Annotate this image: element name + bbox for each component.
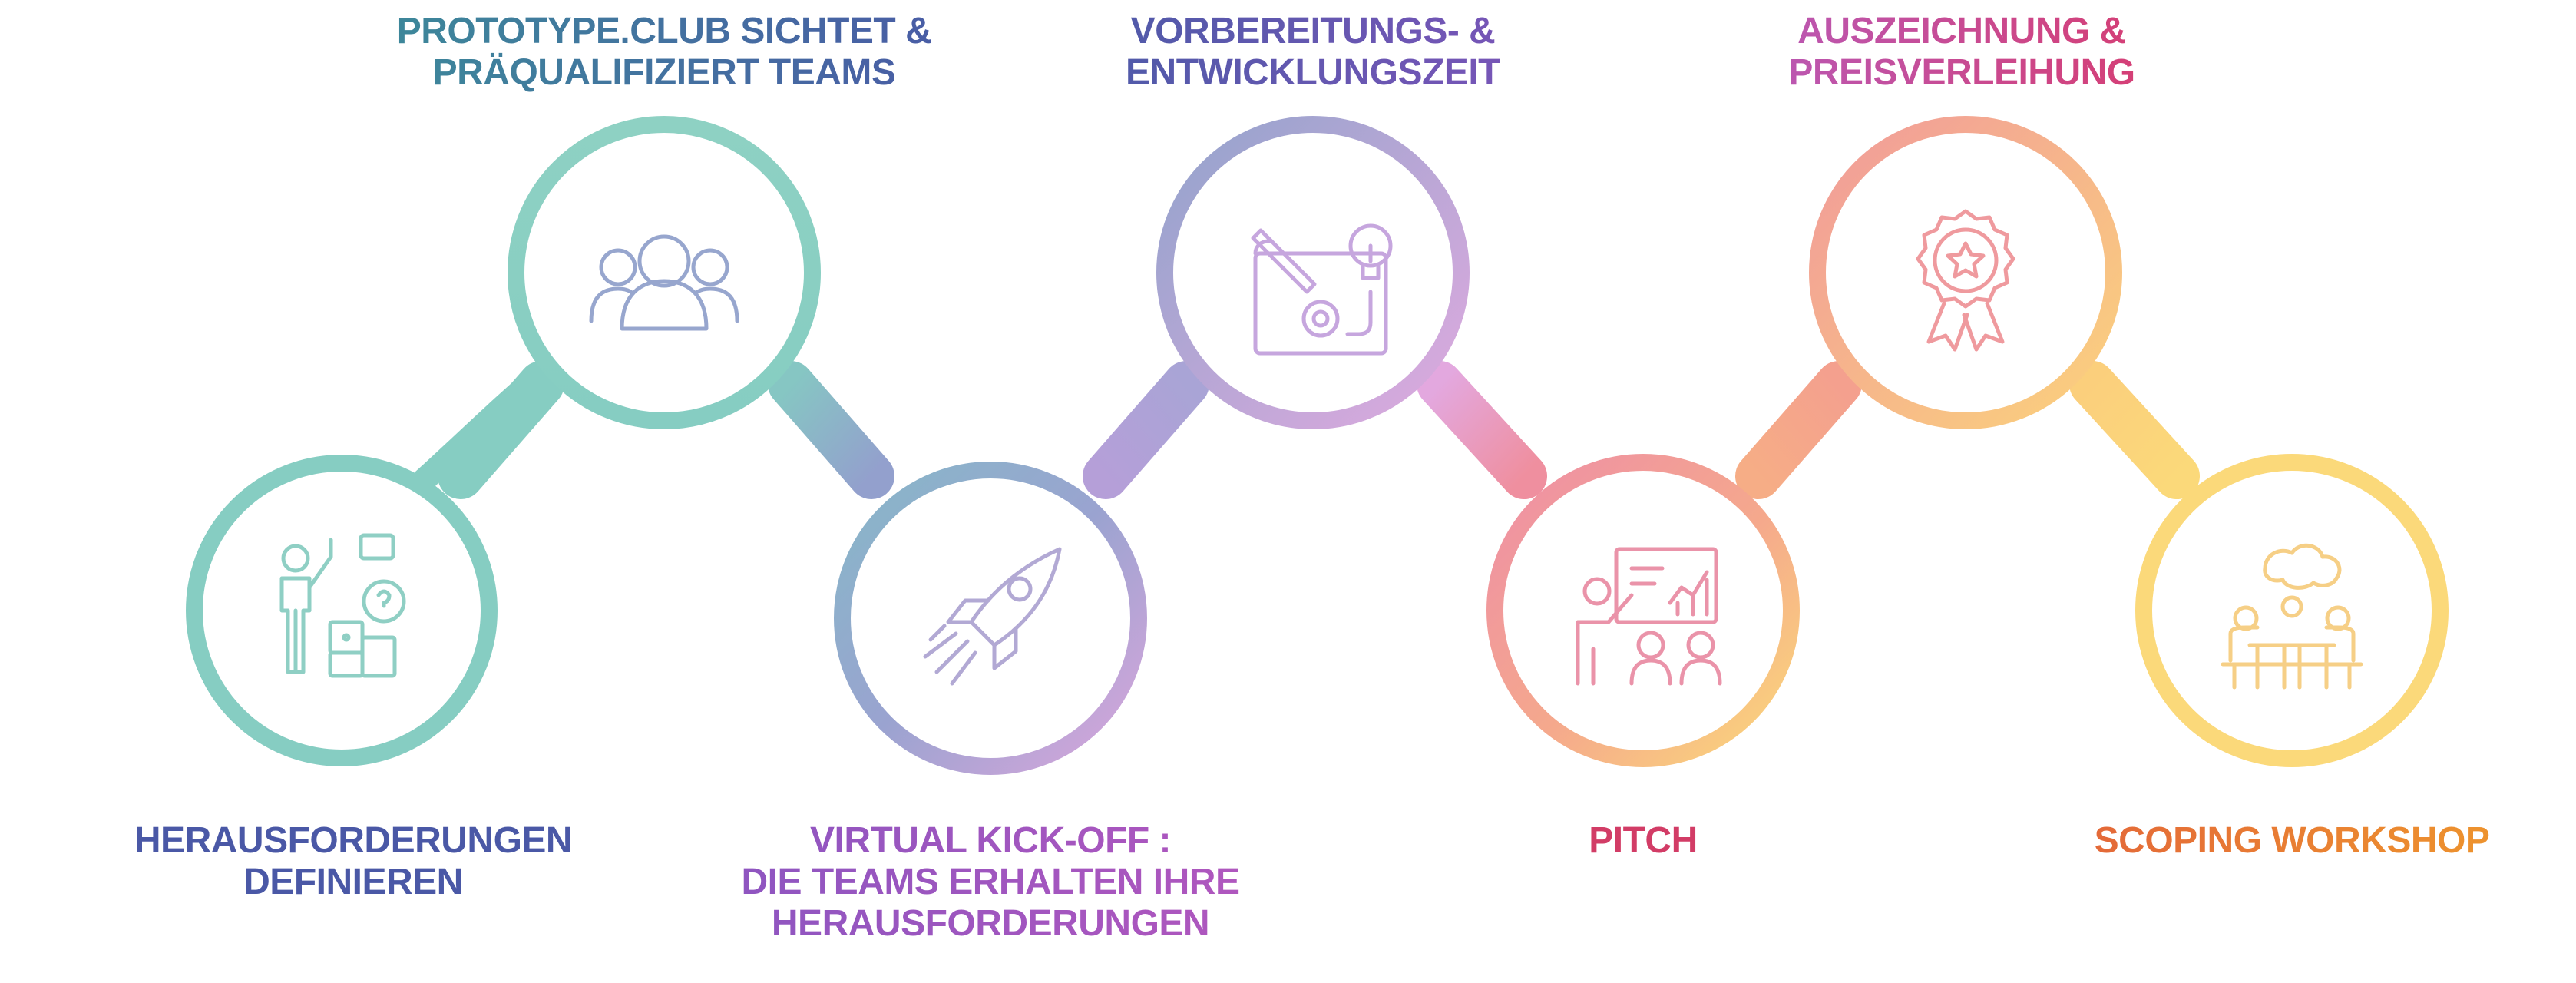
- rocket-icon: [923, 547, 1062, 686]
- step-7-label-line-1: SCOPING WORKSHOP: [2094, 820, 2490, 861]
- step-1-label-line-1: HERAUSFORDERUNGEN: [134, 820, 573, 861]
- meeting-table-icon: [2221, 544, 2363, 690]
- step-3-label-line-2: DIE TEAMS ERHALTEN IHRE: [741, 862, 1240, 902]
- step-6-label-line-2: PREISVERLEIHUNG: [1788, 52, 2135, 93]
- step-5-label-line-1: PITCH: [1589, 820, 1698, 861]
- step-6-label-line-1: AUSZEICHNUNG &: [1797, 11, 2126, 51]
- presentation-icon: [1576, 547, 1722, 686]
- step-2-label-line-2: PRÄQUALIFIZIERT TEAMS: [432, 52, 896, 93]
- connector-6-7-line: [2069, 361, 2200, 499]
- connector-4-5-line: [1417, 361, 1547, 499]
- connector-2-3-line: [768, 361, 894, 499]
- step-circles: [186, 116, 2449, 775]
- step-5-label: PITCH: [1497, 820, 1789, 862]
- blueprint-idea-icon: [1251, 223, 1393, 356]
- connector-5-6-line: [1735, 361, 1862, 499]
- team-group-icon: [589, 234, 739, 331]
- person-puzzle-question-icon: [279, 533, 406, 678]
- step-2-label: PROTOTYPE.CLUB SICHTET & PRÄQUALIFIZIERT…: [357, 11, 971, 94]
- step-3-label: VIRTUAL KICK-OFF : DIE TEAMS ERHALTEN IH…: [672, 820, 1309, 945]
- step-7-label: SCOPING WORKSHOP: [2027, 820, 2557, 862]
- step-4-label: VORBEREITUNGS- & ENTWICKLUNGSZEIT: [1090, 11, 1536, 94]
- step-1-label-line-2: DEFINIEREN: [243, 862, 463, 902]
- step-4-label-line-1: VORBEREITUNGS- &: [1130, 11, 1496, 51]
- step-6-circle: [1809, 116, 2122, 429]
- step-5-circle: [1486, 454, 1800, 767]
- step-3-circle: [834, 462, 1147, 775]
- step-6-label: AUSZEICHNUNG & PREISVERLEIHUNG: [1739, 11, 2184, 94]
- step-1-circle: [186, 455, 498, 766]
- award-rosette-icon: [1916, 209, 2015, 352]
- connector-3-4-line: [1083, 361, 1209, 499]
- step-2-circle: [508, 116, 821, 429]
- step-1-label: HERAUSFORDERUNGEN DEFINIEREN: [115, 820, 591, 903]
- step-7-circle: [2135, 454, 2449, 767]
- connector-1-2-line: [438, 361, 564, 499]
- connectors: [415, 361, 2200, 499]
- step-2-label-line-1: PROTOTYPE.CLUB SICHTET &: [396, 11, 932, 51]
- step-3-label-line-3: HERAUSFORDERUNGEN: [771, 903, 1210, 944]
- step-4-circle: [1156, 116, 1470, 429]
- step-3-label-line-1: VIRTUAL KICK-OFF :: [809, 820, 1172, 861]
- step-4-label-line-2: ENTWICKLUNGSZEIT: [1126, 52, 1500, 93]
